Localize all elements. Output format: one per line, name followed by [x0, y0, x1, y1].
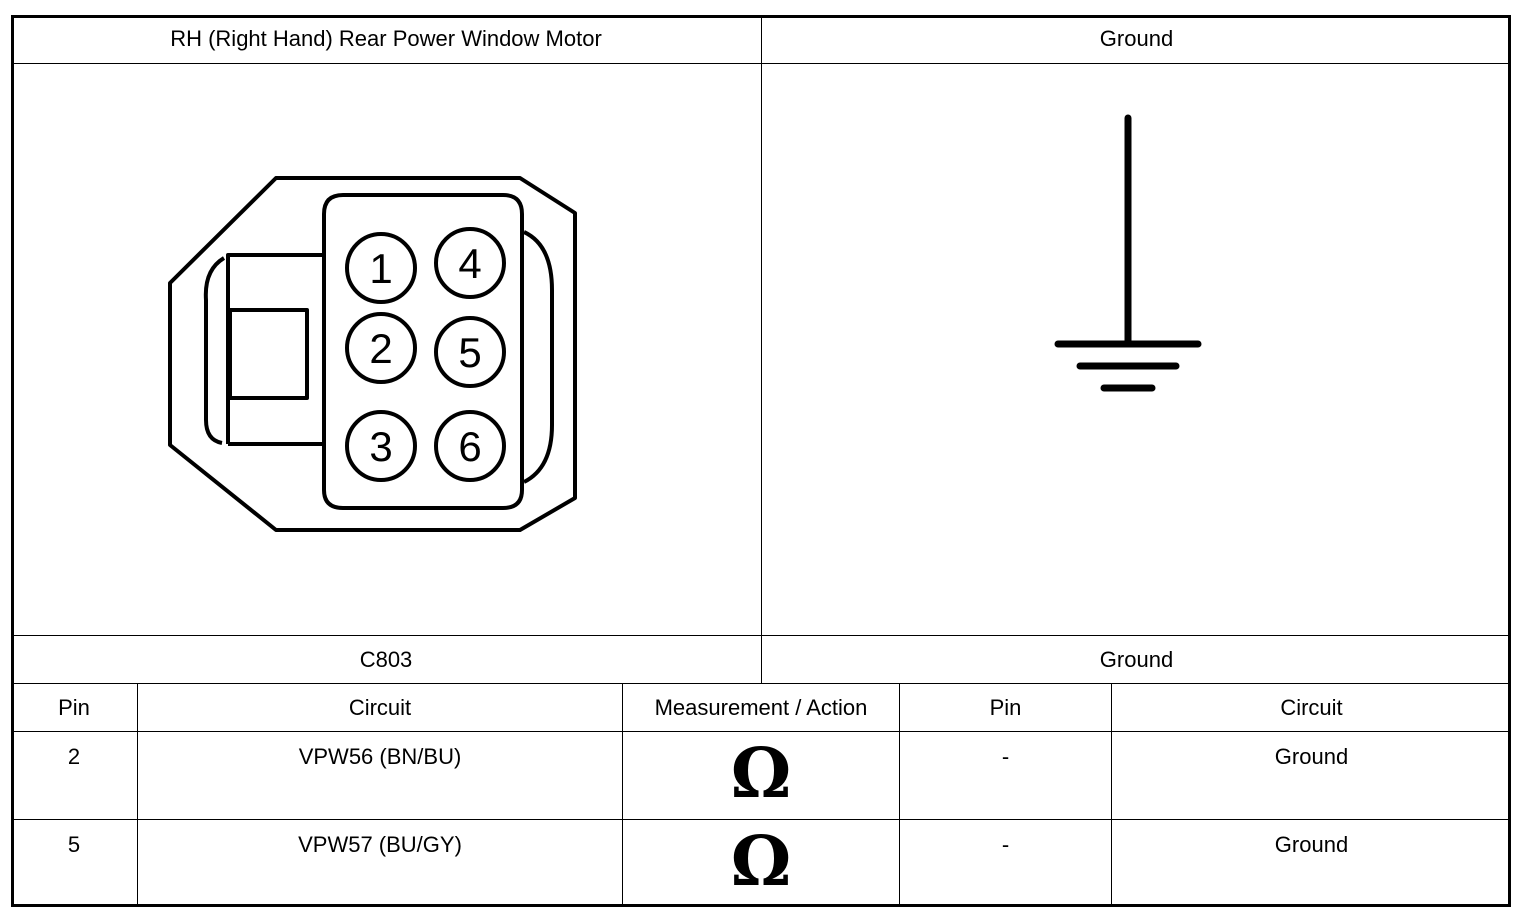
ohm-icon: Ω — [730, 822, 792, 902]
divider-line — [899, 683, 900, 907]
connector-latch — [523, 230, 554, 484]
divider-line — [11, 819, 1511, 820]
pin-circle — [345, 410, 417, 482]
connector-housing — [168, 176, 577, 532]
row-pin: 5 — [67, 832, 81, 857]
connector-key — [228, 308, 309, 400]
divider-line — [11, 683, 1511, 684]
row-circuit-2: Ground — [1274, 744, 1349, 769]
header-pin-2: Pin — [989, 694, 1022, 720]
pin-label: 3 — [369, 423, 392, 470]
ground-title: Ground — [1099, 26, 1174, 51]
row-circuit: VPW56 (BN/BU) — [298, 744, 462, 769]
pin-circle — [345, 232, 417, 304]
ohm-icon: Ω — [730, 734, 792, 814]
pin-circle — [345, 312, 417, 384]
header-pin: Pin — [58, 694, 90, 720]
connector-lock-rail — [203, 256, 226, 445]
pin-label: 6 — [458, 423, 481, 470]
row-pin-2: - — [1001, 744, 1010, 769]
component-title: RH (Right Hand) Rear Power Window Motor — [170, 26, 602, 51]
ground-label: Ground — [1099, 646, 1174, 672]
pin-label: 1 — [369, 245, 392, 292]
pin-label: 5 — [458, 329, 481, 376]
divider-line — [137, 683, 138, 907]
row-circuit: VPW57 (BU/GY) — [298, 832, 462, 857]
pin-label: 2 — [369, 325, 392, 372]
row-circuit-2: Ground — [1274, 832, 1349, 857]
divider-line — [1111, 683, 1112, 907]
header-circuit-2: Circuit — [1280, 694, 1343, 720]
divider-line — [622, 683, 623, 907]
divider-line — [11, 731, 1511, 732]
row-pin: 2 — [67, 744, 81, 769]
header-circuit: Circuit — [348, 694, 412, 720]
divider-line — [761, 15, 762, 683]
header-measurement: Measurement / Action — [654, 694, 868, 720]
pin-circle — [434, 316, 506, 388]
row-pin-2: - — [1001, 832, 1010, 857]
connector-id: C803 — [359, 646, 413, 672]
pin-circle — [434, 410, 506, 482]
ground-icon — [1054, 114, 1202, 392]
pin-circle — [434, 227, 506, 299]
pin-label: 4 — [458, 240, 481, 287]
pin-face — [322, 193, 524, 510]
